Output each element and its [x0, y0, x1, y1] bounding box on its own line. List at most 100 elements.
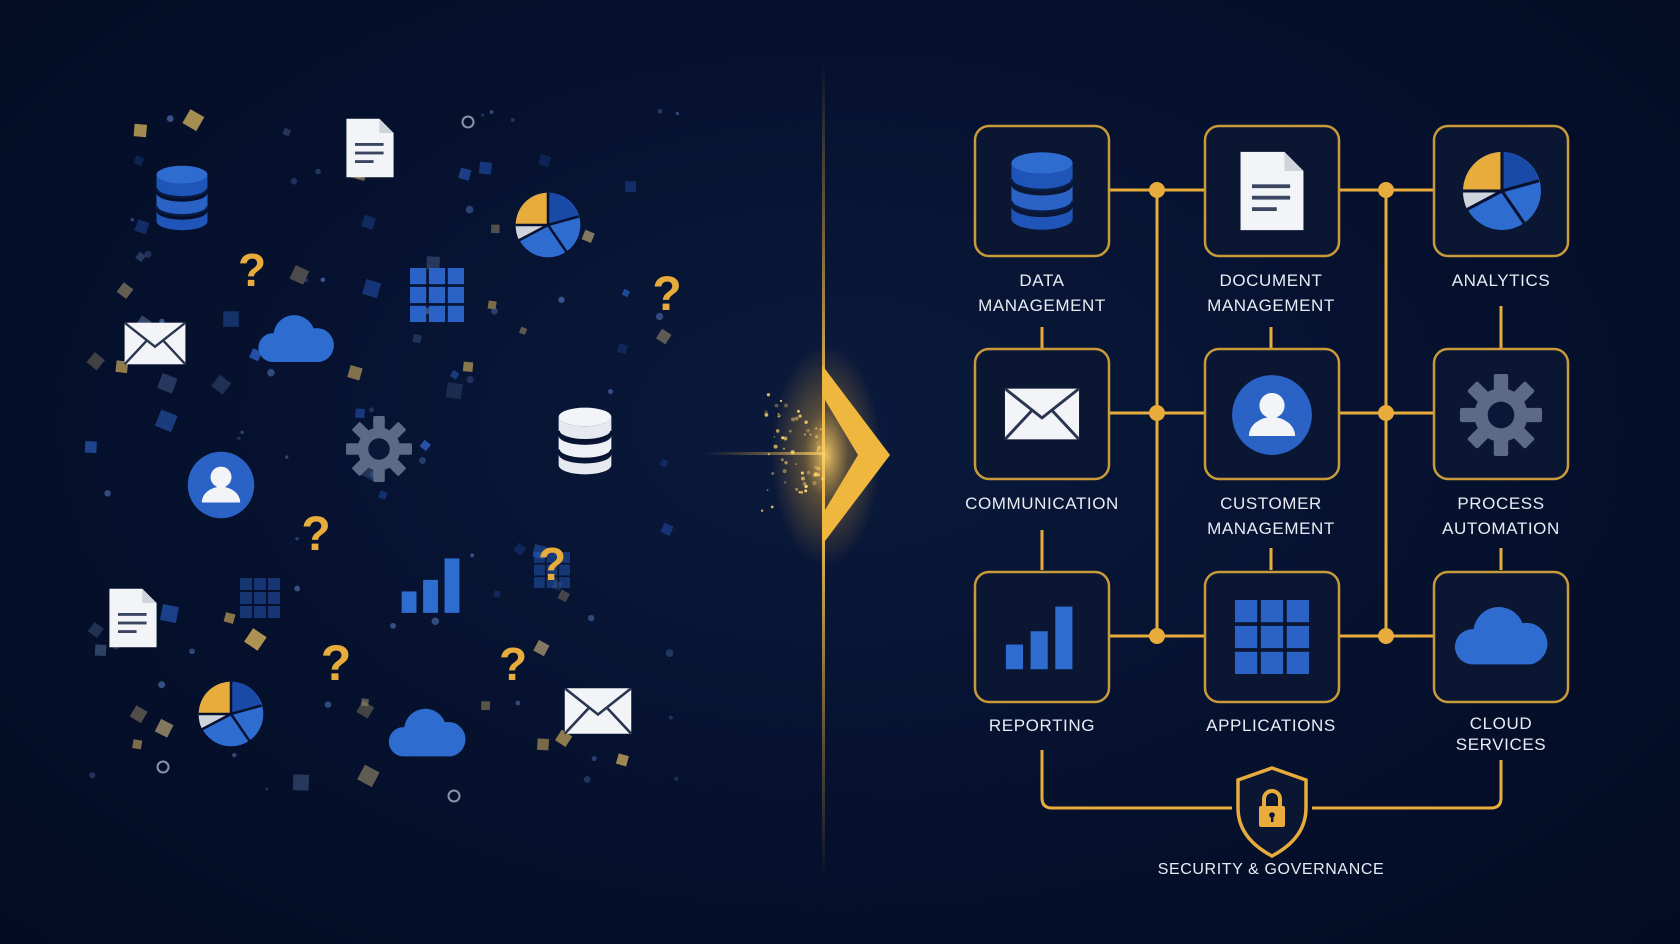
particle [87, 621, 104, 638]
label-reporting: REPORTING [947, 713, 1137, 738]
node-communication[interactable] [973, 347, 1111, 481]
label-line-2: AUTOMATION [1442, 519, 1560, 538]
pie-chart-icon [1461, 150, 1543, 232]
particle [347, 365, 363, 381]
sparkle [770, 505, 774, 509]
particle-dot [583, 776, 591, 783]
node-process-automation[interactable] [1432, 347, 1570, 481]
label-line-1: CLOUD [1469, 714, 1533, 733]
particle [621, 288, 631, 298]
sparkle [803, 433, 807, 436]
particle [519, 326, 528, 335]
particle-ring [156, 760, 170, 774]
particle-dot [431, 617, 440, 626]
sparkle [815, 435, 819, 439]
sparkle [800, 476, 805, 481]
particle [289, 265, 310, 285]
node-customer-management[interactable] [1203, 347, 1341, 481]
particle-dot [668, 715, 673, 720]
user-icon [187, 451, 255, 519]
particle [154, 409, 178, 433]
sparkle [794, 416, 799, 421]
particle [655, 328, 672, 345]
particle [615, 753, 629, 767]
particle [557, 589, 571, 603]
particle-dot [130, 218, 135, 222]
sparkle [767, 452, 771, 456]
sparkle [812, 480, 817, 486]
node-applications[interactable] [1203, 570, 1341, 704]
sparkle [819, 427, 823, 431]
particle [223, 311, 239, 327]
particle [660, 522, 674, 536]
sparkle [783, 436, 788, 441]
particle [625, 181, 637, 193]
particle-dot [470, 553, 475, 558]
particle [426, 256, 441, 270]
node-analytics[interactable] [1432, 124, 1570, 258]
particle [86, 352, 105, 371]
sparkle [790, 450, 795, 455]
particle-dot [481, 113, 485, 117]
envelope-icon [1003, 387, 1081, 441]
database-icon [155, 164, 209, 232]
sparkle [791, 417, 796, 422]
app-grid-icon [240, 578, 280, 618]
pie-chart-icon [514, 191, 582, 259]
particle-dot [324, 701, 332, 708]
particle-dot [419, 457, 426, 464]
particle [292, 774, 310, 791]
question-mark: ? [499, 638, 527, 690]
particle [478, 161, 493, 175]
particle-dot [490, 307, 498, 315]
particle-dot [587, 614, 595, 622]
particle-dot [290, 178, 298, 185]
particle-dot [665, 649, 674, 657]
node-reporting[interactable] [973, 570, 1111, 704]
particle [462, 361, 474, 373]
label-customer-management: CUSTOMER MANAGEMENT [1176, 491, 1366, 541]
particle [659, 458, 669, 468]
particle-dot [390, 622, 396, 629]
cloud-icon [258, 315, 334, 362]
sparkle [766, 393, 771, 397]
particle [94, 644, 107, 657]
security-governance-label: SECURITY & GOVERNANCE [1157, 861, 1385, 878]
particle [513, 542, 527, 556]
sparkle [780, 458, 784, 462]
sparkle [804, 484, 808, 489]
sparkle [795, 463, 798, 466]
sparkle [773, 436, 776, 438]
particle-dot [315, 168, 321, 175]
node-cloud-services[interactable] [1432, 570, 1570, 704]
node-data-management[interactable] [973, 124, 1111, 258]
particle [487, 300, 497, 310]
sparkle [784, 481, 787, 484]
chevron-right-icon [822, 365, 890, 545]
sparkle [816, 442, 819, 445]
particle [356, 700, 375, 719]
particle-dot [320, 277, 326, 283]
particle-dot [466, 375, 474, 384]
sparkle [804, 489, 808, 493]
particle-ring [447, 789, 461, 803]
sparkle [804, 420, 808, 424]
sparkle [773, 444, 778, 449]
label-applications: APPLICATIONS [1176, 713, 1366, 738]
particle [533, 639, 550, 657]
particle [154, 718, 174, 738]
particle-dot [515, 700, 521, 706]
cloud-icon [388, 708, 466, 757]
sparkle [784, 461, 788, 465]
label-line-2: MANAGEMENT [978, 296, 1106, 315]
label-line-1: APPLICATIONS [1206, 716, 1336, 735]
node-document-management[interactable] [1203, 124, 1341, 258]
particle-dot [89, 772, 96, 779]
bar-chart-icon [401, 558, 460, 613]
particle [537, 738, 550, 751]
particle [378, 490, 388, 500]
document-icon [109, 588, 157, 648]
sparkle [809, 433, 812, 436]
question-mark: ? [538, 538, 566, 590]
